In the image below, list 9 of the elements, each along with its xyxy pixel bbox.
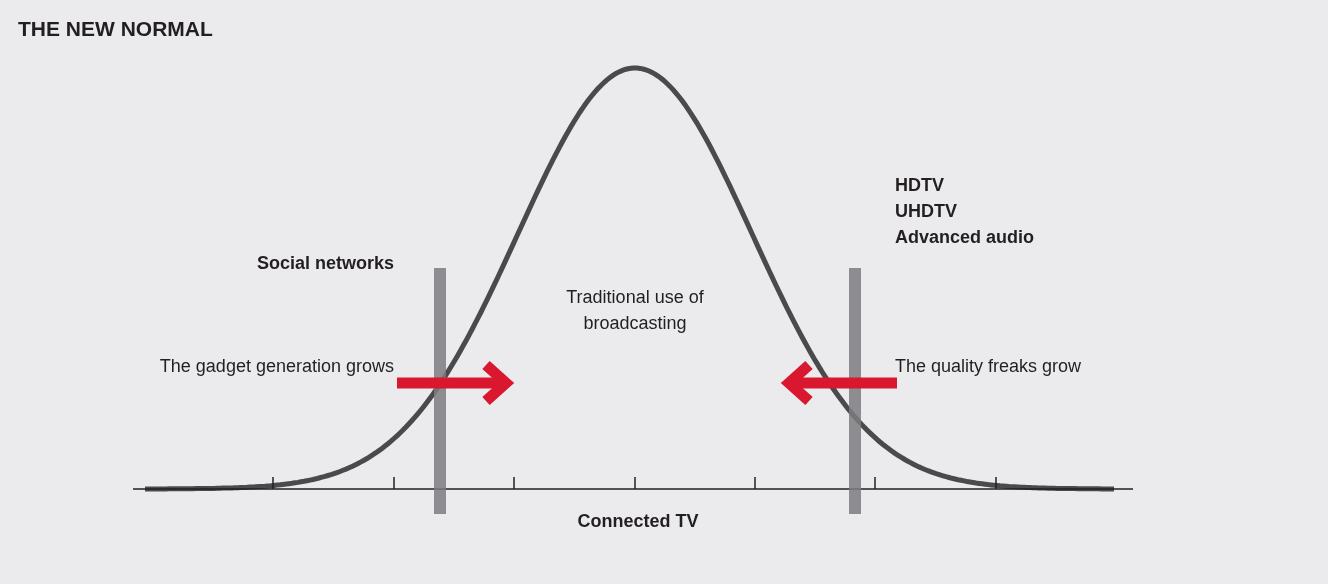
annotation-text: The gadget generation grows (158, 355, 394, 378)
annotation-text: The quality freaks grow (895, 355, 1082, 378)
category-label: HDTV (895, 174, 944, 197)
category-label: Advanced audio (895, 226, 1035, 249)
diagram-title: THE NEW NORMAL (18, 16, 213, 42)
curve-label: Traditional use of broadcasting (565, 286, 705, 335)
category-label: Social networks (256, 252, 394, 275)
axis-label: Connected TV (576, 510, 700, 533)
category-label: UHDTV (895, 200, 957, 223)
